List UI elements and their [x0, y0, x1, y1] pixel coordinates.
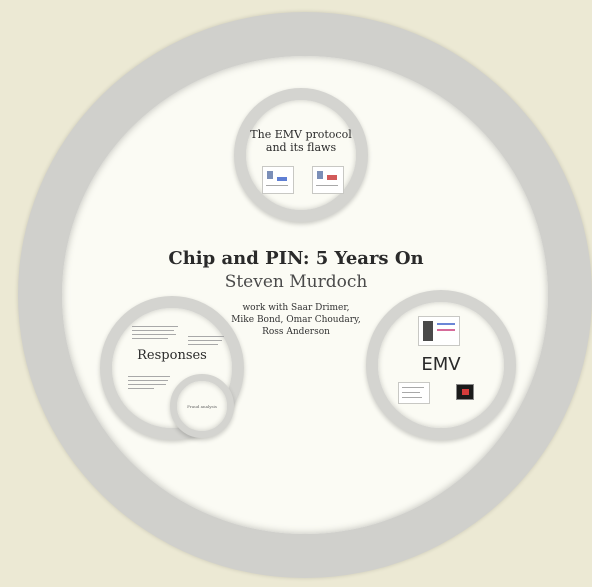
top-heading-line-1: The EMV protocol [250, 128, 352, 141]
top-heading-line-2: and its flaws [265, 141, 337, 154]
text-line [188, 340, 222, 341]
text-line [132, 334, 176, 335]
emv-document-thumbnail[interactable] [398, 382, 430, 404]
text-line [132, 338, 168, 339]
diagram-line [266, 185, 288, 186]
slide-title: Chip and PIN: 5 Years On [168, 248, 424, 269]
frame-responses-heading: Responses [137, 348, 207, 363]
slide-credits: work with Saar Drimer, Mike Bond, Omar C… [0, 302, 592, 338]
responses-text-block [188, 334, 226, 348]
text-line [128, 384, 166, 385]
text-line [132, 330, 174, 331]
diagram-line [316, 185, 338, 186]
slide-author: Steven Murdoch [224, 272, 368, 292]
frame-fraud-analysis[interactable] [170, 374, 234, 438]
emv-card-image[interactable] [456, 384, 474, 400]
protocol-diagram-thumbnail-left[interactable] [262, 166, 294, 194]
responses-text-block [132, 324, 180, 342]
frame-emv-protocol-heading: The EMV protocol and its flaws [234, 128, 368, 154]
text-line [132, 326, 178, 327]
card-chip-shape [462, 389, 469, 395]
diagram-block [317, 171, 323, 179]
terminal-shape [423, 321, 433, 341]
diagram-block [327, 175, 337, 180]
text-line [128, 380, 168, 381]
diagram-block [277, 177, 287, 181]
credits-line-3: Ross Anderson [262, 327, 330, 337]
wire-shape [437, 329, 455, 331]
frame-fraud-analysis-label: Fraud analysis [187, 404, 217, 409]
protocol-diagram-thumbnail-right[interactable] [312, 166, 344, 194]
frame-emv-protocol[interactable] [234, 88, 368, 222]
text-line [128, 388, 154, 389]
text-line [128, 376, 170, 377]
credits-line-1: work with Saar Drimer, [242, 303, 350, 313]
text-line [188, 344, 218, 345]
diagram-block [267, 171, 273, 179]
frame-emv-heading: EMV [421, 354, 461, 375]
emv-terminal-image[interactable] [418, 316, 460, 346]
wire-shape [437, 323, 455, 325]
text-line [402, 387, 424, 388]
text-line [188, 336, 224, 337]
text-line [402, 397, 422, 398]
credits-line-2: Mike Bond, Omar Choudary, [231, 315, 361, 325]
text-line [402, 392, 420, 393]
responses-text-block [128, 374, 172, 392]
